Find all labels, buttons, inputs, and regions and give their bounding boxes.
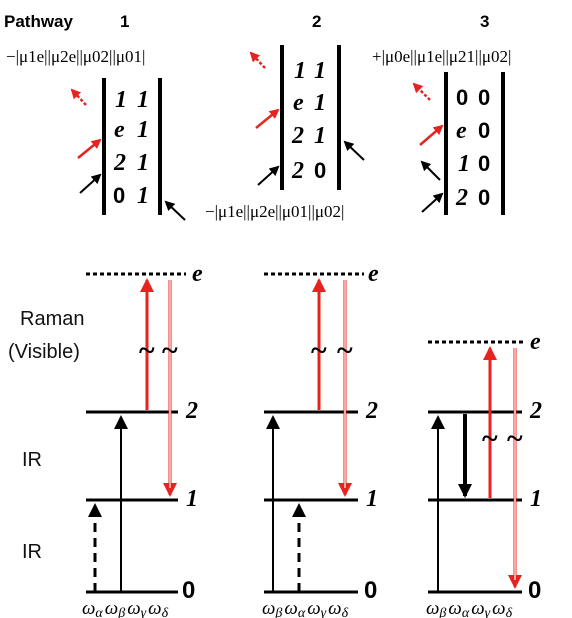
pathway-1-signal-arrow [70, 88, 87, 106]
break-tilde-gamma: ~ [139, 334, 155, 367]
pathway-2-signal-arrow [249, 51, 266, 69]
pathway-1-ket-3-left: 2 [113, 150, 126, 176]
level-2-label: 2 [529, 398, 542, 424]
pathway-2-raman-arrow [255, 108, 280, 129]
pathway-3-ket-1-left: 0 [456, 85, 468, 110]
level-e-label: e [368, 261, 379, 287]
pathway-2-amplitude: −|μ1e||μ2e||μ01||μ02| [205, 202, 344, 221]
pathway-3-ket-1-right: 0 [478, 85, 490, 110]
pathway-3-ket-2-left: e [456, 118, 467, 144]
pathway-1-number: 1 [120, 12, 129, 31]
level-1-label: 1 [186, 486, 198, 512]
level-0-label: 0 [182, 577, 195, 604]
pathway-2-ket-3-right: 1 [314, 123, 326, 149]
break-tilde-delta: ~ [337, 334, 353, 367]
level-0-label: 0 [528, 577, 541, 604]
level-2-label: 2 [185, 398, 198, 424]
pathway-3-feynman: 0 0 e 0 1 0 2 0 [412, 72, 505, 215]
break-tilde-delta: ~ [162, 334, 178, 367]
raman-label: Raman [20, 308, 84, 330]
pathway-2-ket-2-right: 1 [314, 90, 326, 116]
pathway-1-ket-1-left: 1 [115, 87, 127, 113]
pathway-2-ir-right-arrow [343, 140, 365, 161]
pathway-1-ket-1-right: 1 [137, 87, 149, 113]
pathway-1-ket-2-right: 1 [137, 117, 149, 143]
ir-lower-label: IR [22, 541, 42, 563]
pathway-1-ket-3-right: 1 [137, 150, 149, 176]
pathway-2-ket-2-left: e [293, 90, 304, 116]
level-e-label: e [192, 261, 203, 287]
pathway-2-number: 2 [312, 12, 321, 31]
break-tilde-gamma: ~ [311, 334, 327, 367]
pathway-2-feynman: 1 1 e 1 2 1 2 0 [249, 45, 365, 190]
pathway-3-raman-arrow [419, 124, 444, 146]
pathway-3-ket-2-right: 0 [478, 118, 490, 143]
pathway-2-ket-4-right: 0 [314, 158, 326, 183]
pathway-title: Pathway [4, 12, 74, 31]
pathway-1-ir-left-arrow [79, 173, 102, 194]
pathway-1-ket-4-left: 0 [113, 183, 125, 208]
pathway-3-ket-3-right: 0 [478, 151, 490, 176]
pathway-2-ir-left-arrow [257, 165, 280, 186]
pathway-2-ket-4-left: 2 [291, 158, 304, 184]
pathway-3-ket-3-left: 1 [458, 151, 470, 177]
pathway-2-ket-1-left: 1 [294, 58, 306, 84]
level-0-label: 0 [364, 577, 377, 604]
pathway-3-ket-4-right: 0 [478, 185, 490, 210]
pathway-3-ir-down-arrow [420, 160, 441, 181]
level-1-label: 1 [366, 486, 378, 512]
pathway-1-ket-2-left: e [114, 117, 125, 143]
pathway-3-ket-4-left: 2 [455, 185, 468, 211]
pathway-3-signal-arrow [412, 82, 431, 101]
pathway-3-ir-up-arrow [421, 192, 444, 213]
pathway-2-ket-3-left: 2 [291, 123, 304, 149]
pathway-1-amplitude: −|μ1e||μ2e||μ02||μ01| [6, 47, 145, 66]
break-tilde-gamma: ~ [482, 422, 498, 455]
ir-upper-label: IR [22, 449, 42, 471]
level-2-label: 2 [365, 398, 378, 424]
pathway-3-amplitude: +|μ0e||μ1e||μ21||μ02| [372, 47, 511, 66]
pathway-1-raman-arrow [77, 138, 102, 159]
pathway-3-number: 3 [480, 12, 489, 31]
level-1-label: 1 [530, 486, 542, 512]
visible-label: (Visible) [8, 341, 80, 363]
pathway-1-ket-4-right: 1 [137, 183, 149, 209]
break-tilde-delta: ~ [507, 422, 523, 455]
pathway-1-ir-right-arrow [164, 200, 186, 221]
pathway-2-ket-1-right: 1 [314, 58, 326, 84]
level-e-label: e [530, 329, 541, 355]
pathway-1-feynman: 1 1 e 1 2 1 0 1 [70, 78, 186, 221]
